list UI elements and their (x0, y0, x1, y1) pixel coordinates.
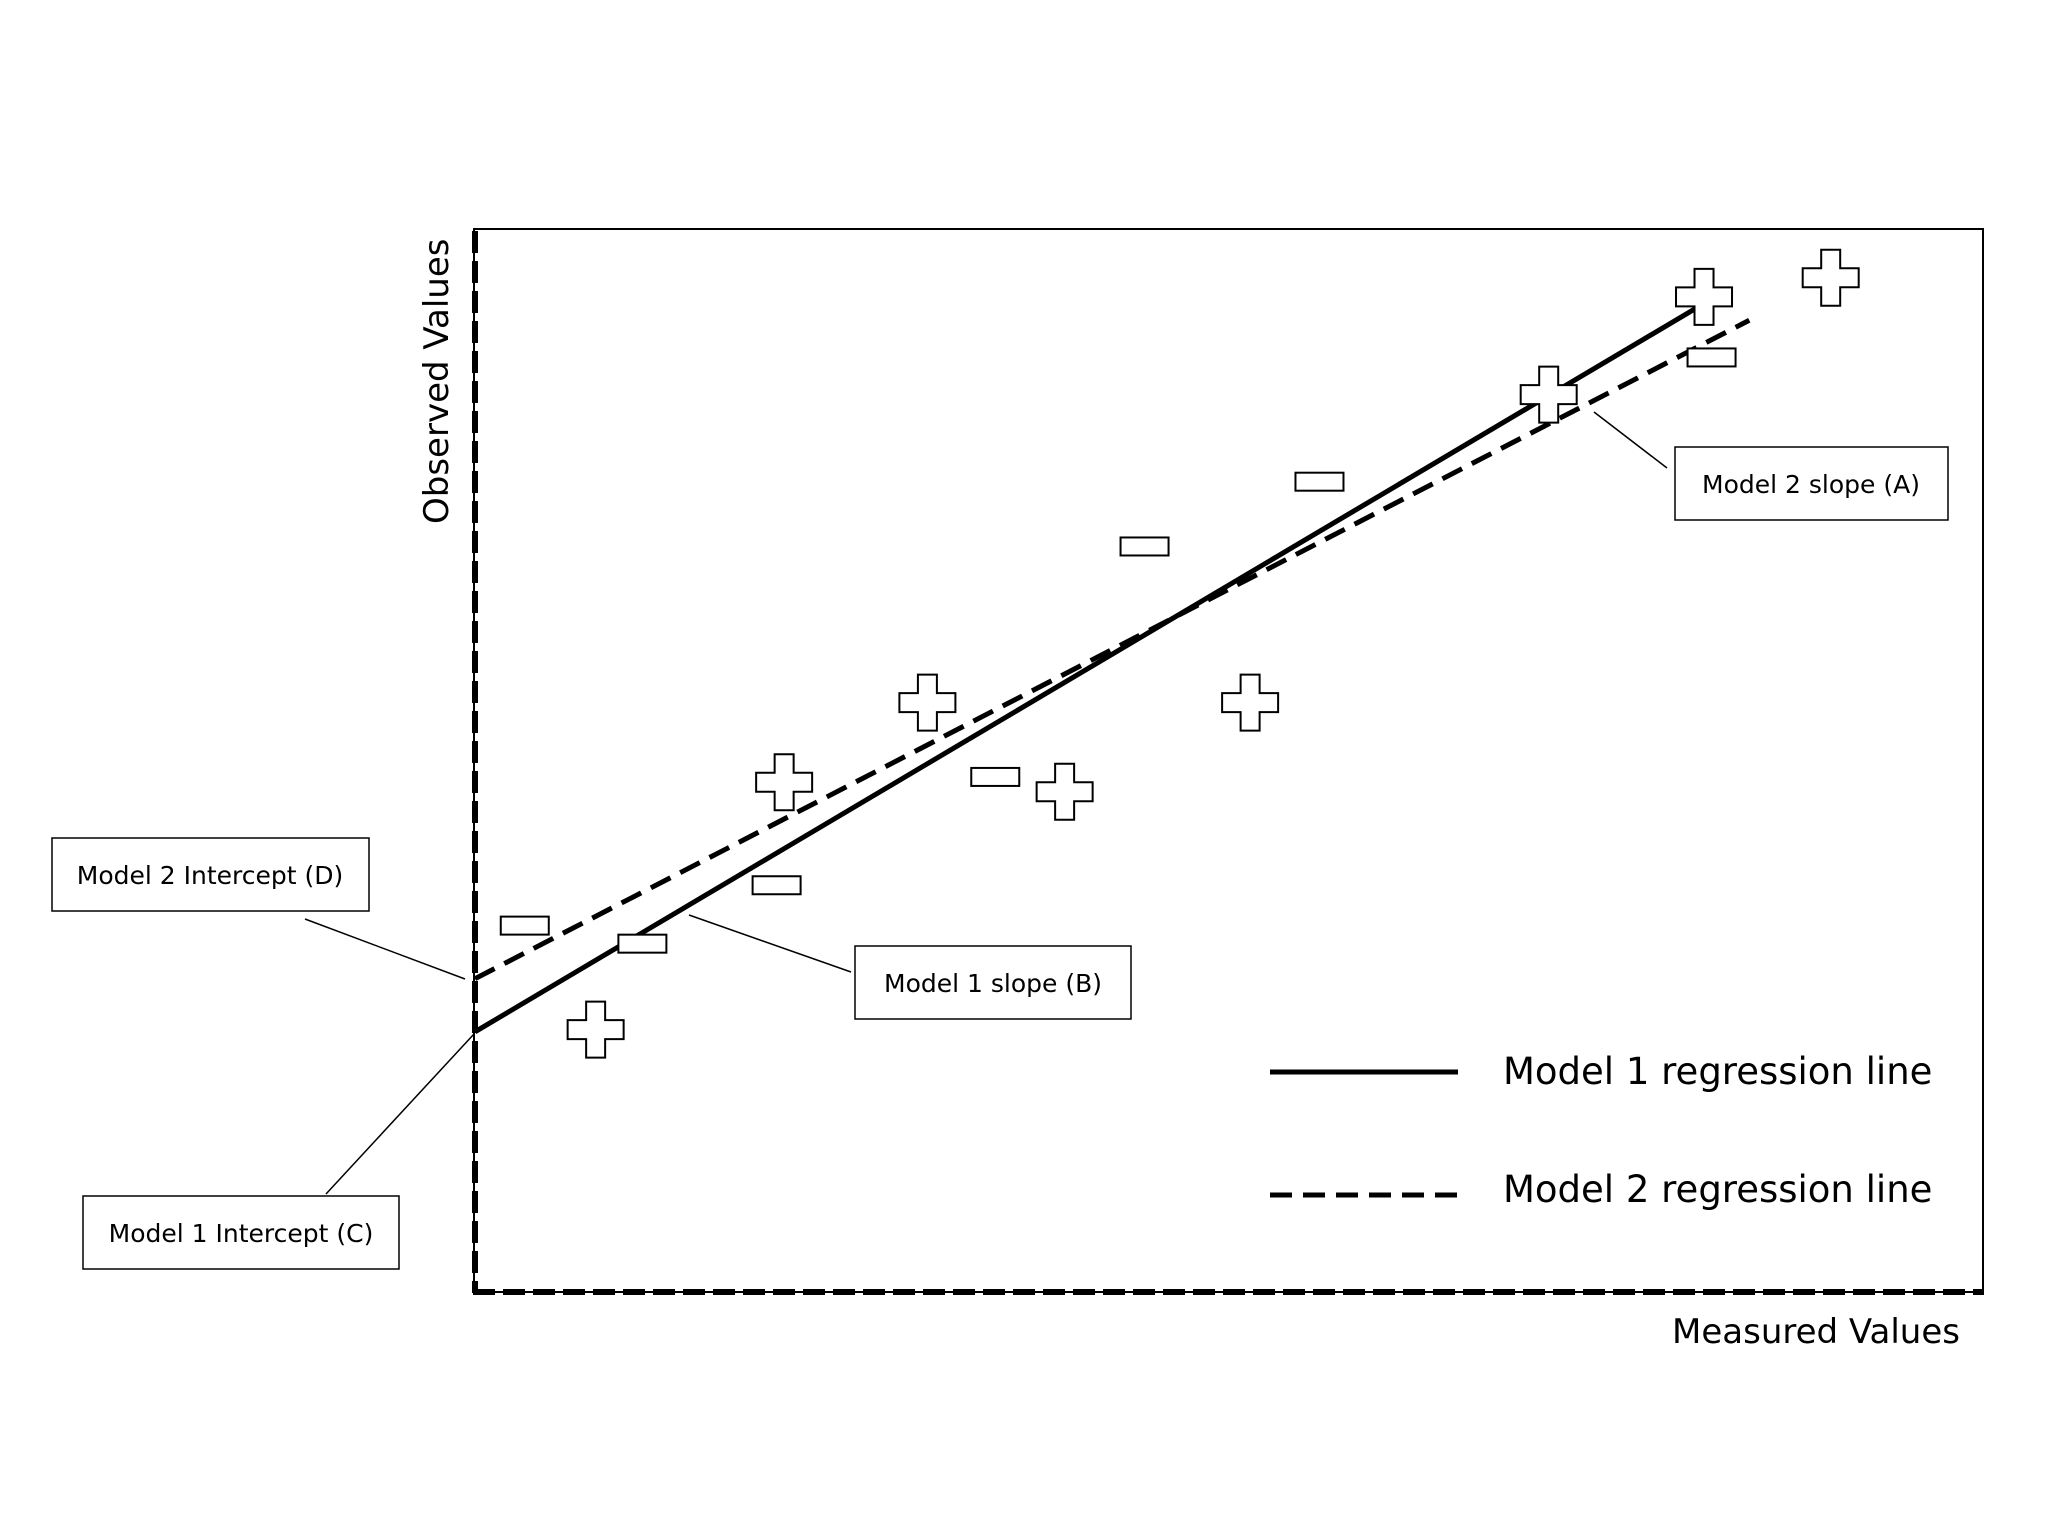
callout-model-2-intercept: Model 2 Intercept (D) (51, 837, 370, 912)
minus-marker (1686, 347, 1737, 368)
plus-marker (1519, 365, 1578, 424)
callout-label-model-1-slope: Model 1 slope (B) (884, 969, 1102, 998)
plus-marker (1801, 248, 1860, 307)
plus-marker (566, 1000, 625, 1059)
callout-model-2-slope: Model 2 slope (A) (1674, 446, 1949, 521)
minus-marker (617, 933, 668, 954)
legend-label-model-1: Model 1 regression line (1503, 1050, 1932, 1093)
callout-leader-model-2-intercept (304, 918, 466, 980)
minus-marker (1119, 536, 1170, 557)
plus-marker (755, 753, 814, 812)
y-axis-title: Observed Values (417, 239, 457, 524)
minus-marker (1294, 471, 1345, 492)
callout-model-1-slope: Model 1 slope (B) (854, 945, 1132, 1020)
legend-label-model-2: Model 2 regression line (1503, 1168, 1932, 1211)
callout-leader-model-1-intercept (325, 1033, 475, 1195)
plot-frame (473, 228, 1984, 1293)
plus-marker (898, 673, 957, 732)
minus-marker (499, 915, 550, 936)
callout-label-model-2-slope: Model 2 slope (A) (1702, 470, 1920, 499)
legend: Model 1 regression line Model 2 regressi… (1270, 1050, 1932, 1211)
callout-leader-model-1-slope (688, 914, 852, 973)
callout-model-1-intercept: Model 1 Intercept (C) (82, 1195, 400, 1270)
plus-marker (1675, 267, 1734, 326)
x-axis-title: Measured Values (1672, 1312, 1960, 1352)
data-markers (499, 248, 1860, 1059)
plus-marker (1221, 673, 1280, 732)
callout-label-model-1-intercept: Model 1 Intercept (C) (109, 1219, 374, 1248)
callout-leader-model-2-slope (1593, 411, 1668, 469)
plus-marker (1035, 762, 1094, 821)
model-2-regression-line (473, 318, 1751, 981)
model-1-regression-line (473, 296, 1713, 1034)
minus-marker (751, 875, 802, 896)
minus-marker (970, 766, 1021, 787)
callout-label-model-2-intercept: Model 2 Intercept (D) (77, 861, 344, 890)
